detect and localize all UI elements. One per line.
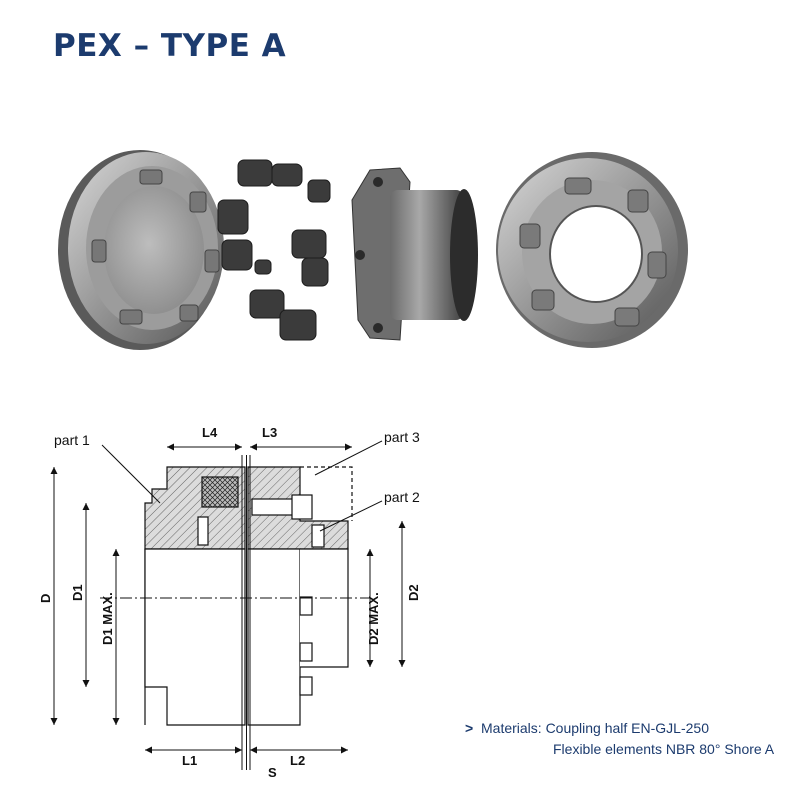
coupling-half-left bbox=[58, 150, 224, 350]
hub-with-flange bbox=[351, 167, 478, 341]
flexible-elements bbox=[217, 159, 331, 341]
exploded-coupling-photo bbox=[58, 150, 688, 350]
materials-line-1: Materials: Coupling half EN-GJL-250 bbox=[481, 720, 709, 736]
dim-l2: L2 bbox=[290, 753, 305, 768]
materials-note: > Materials: Coupling half EN-GJL-250 Fle… bbox=[465, 718, 774, 760]
dim-l3: L3 bbox=[262, 425, 277, 440]
dim-d2-max: D2 MAX. bbox=[366, 592, 381, 645]
dim-l4: L4 bbox=[202, 425, 218, 440]
dim-l1: L1 bbox=[182, 753, 197, 768]
bullet-marker: > bbox=[465, 720, 474, 736]
coupling-section bbox=[100, 455, 370, 770]
dimension-labels: L4 L3 L1 L2 S D D1 D1 MAX. D2 MAX. D2 pa… bbox=[38, 425, 421, 780]
dim-d1: D1 bbox=[70, 584, 85, 601]
label-part-1: part 1 bbox=[54, 432, 90, 448]
page-title: PEX – TYPE A bbox=[53, 28, 287, 64]
label-part-2: part 2 bbox=[384, 489, 420, 505]
label-part-3: part 3 bbox=[384, 429, 420, 445]
dim-d2: D2 bbox=[406, 584, 421, 601]
dim-d: D bbox=[38, 594, 53, 603]
dim-d1-max: D1 MAX. bbox=[100, 592, 115, 645]
dim-s: S bbox=[268, 765, 277, 780]
dimension-lines bbox=[50, 440, 406, 754]
technical-drawing: L4 L3 L1 L2 S D D1 D1 MAX. D2 MAX. D2 pa… bbox=[38, 425, 421, 780]
coupling-half-right bbox=[496, 152, 688, 348]
materials-line-2: Flexible elements NBR 80° Shore A bbox=[553, 741, 775, 757]
